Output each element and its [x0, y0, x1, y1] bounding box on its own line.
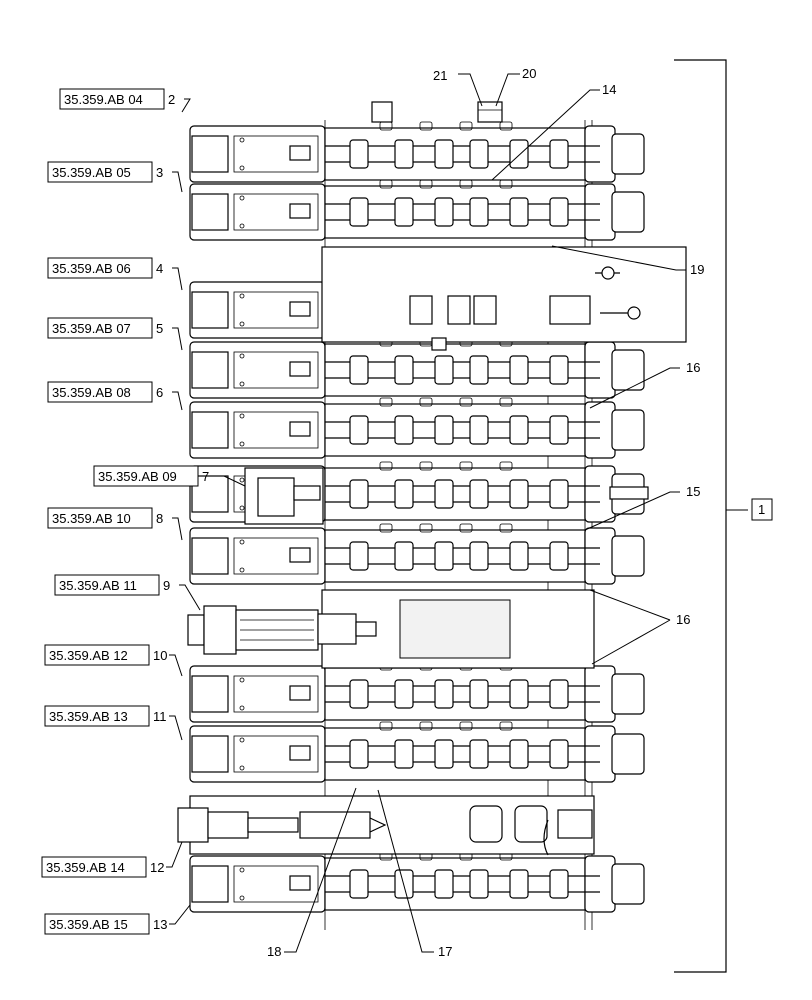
spool-section	[189, 179, 645, 241]
item-number: 11	[153, 709, 167, 724]
spool-section	[189, 523, 645, 585]
item-number: 4	[156, 261, 163, 276]
item-number: 2	[168, 92, 175, 107]
reference-code: 35.359.AB 06	[52, 261, 131, 276]
callout-16a: 16	[686, 360, 700, 375]
inlet-block-item-4	[321, 246, 687, 351]
reference-label: 35.359.AB 08 6	[47, 381, 183, 411]
callout-numbers: 21 20 14 19 16 15 16 18 17	[267, 66, 704, 959]
callout-15: 15	[686, 484, 700, 499]
item-number: 8	[156, 511, 163, 526]
spool-section	[189, 661, 645, 723]
spool-section	[189, 121, 645, 183]
reference-label: 35.359.AB 04 2	[59, 88, 191, 113]
reference-code: 35.359.AB 13	[49, 709, 128, 724]
reference-label: 35.359.AB 13 11	[44, 705, 183, 741]
item-number: 5	[156, 321, 163, 336]
reference-code: 35.359.AB 05	[52, 165, 131, 180]
reference-label: 35.359.AB 10 8	[47, 507, 183, 541]
reference-label: 35.359.AB 15 13	[44, 904, 191, 935]
callout-20: 20	[522, 66, 536, 81]
spool-section	[189, 851, 645, 913]
reference-code: 35.359.AB 11	[59, 578, 137, 593]
assembly-item-number: 1	[758, 502, 765, 517]
top-port-fittings	[371, 101, 503, 123]
relief-valve-block-item-9	[187, 589, 595, 669]
reference-label: 35.359.AB 09 7	[93, 465, 246, 487]
reference-code: 35.359.AB 14	[46, 860, 125, 875]
assembly-bracket	[674, 59, 748, 973]
reference-label: 35.359.AB 14 12	[41, 841, 183, 878]
reference-code: 35.359.AB 12	[49, 648, 128, 663]
outlet-block-item-12	[177, 795, 595, 856]
spool-section	[189, 721, 645, 783]
callout-16b: 16	[676, 612, 690, 627]
reference-label: 35.359.AB 07 5	[47, 317, 183, 351]
reference-label: 35.359.AB 12 10	[44, 644, 183, 677]
item-number: 7	[202, 469, 209, 484]
actuator-housing-item-7	[244, 467, 649, 525]
reference-code: 35.359.AB 09	[98, 469, 177, 484]
item-number: 6	[156, 385, 163, 400]
reference-code: 35.359.AB 04	[64, 92, 143, 107]
item-number: 12	[150, 860, 164, 875]
assembly-item-box: 1	[751, 498, 773, 521]
callout-21: 21	[433, 68, 447, 83]
callout-leaders	[284, 73, 686, 953]
item-number: 9	[163, 578, 170, 593]
callout-17: 17	[438, 944, 452, 959]
reference-label: 35.359.AB 05 3	[47, 161, 183, 193]
spool-section	[189, 397, 645, 459]
callout-18: 18	[267, 944, 281, 959]
reference-label: 35.359.AB 06 4	[47, 257, 183, 291]
item-number: 10	[153, 648, 167, 663]
callout-14: 14	[602, 82, 616, 97]
reference-code: 35.359.AB 15	[49, 917, 128, 932]
item-number: 3	[156, 165, 163, 180]
reference-code: 35.359.AB 10	[52, 511, 131, 526]
item-number: 13	[153, 917, 167, 932]
reference-code: 35.359.AB 07	[52, 321, 131, 336]
callout-19: 19	[690, 262, 704, 277]
spool-section	[189, 337, 645, 399]
reference-code: 35.359.AB 08	[52, 385, 131, 400]
reference-label: 35.359.AB 11 9	[54, 574, 201, 611]
